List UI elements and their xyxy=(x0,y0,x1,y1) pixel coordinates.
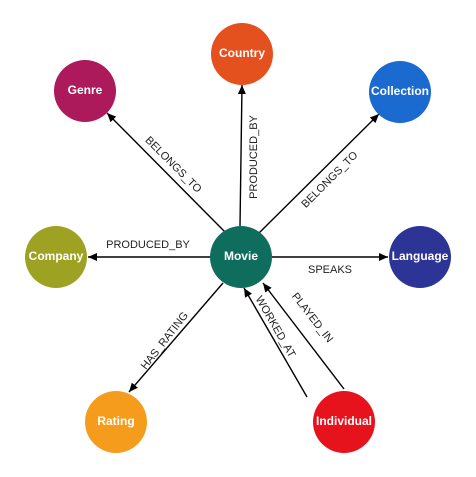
node-language-circle xyxy=(389,226,451,288)
node-rating-label: Rating xyxy=(97,414,134,428)
node-language-label: Language xyxy=(392,249,449,263)
edge-movie-collection xyxy=(257,113,380,235)
edge-label-movie-country: PRODUCED_BY xyxy=(248,114,260,198)
node-individual[interactable]: Individual xyxy=(313,391,375,453)
node-movie-label: Movie xyxy=(224,249,258,263)
node-movie-circle xyxy=(210,226,272,288)
edge-individual-movie-worked xyxy=(243,287,308,398)
edge-label-movie-company: PRODUCED_BY xyxy=(106,239,190,251)
node-genre-circle xyxy=(54,60,116,122)
node-collection-label: Collection xyxy=(371,84,429,98)
node-country-label: Country xyxy=(219,46,265,60)
node-company-label: Company xyxy=(29,249,84,263)
edge-label-movie-collection: BELONGS_TO xyxy=(299,149,360,210)
edge-label-movie-language: SPEAKS xyxy=(308,264,352,276)
nodes-layer: Movie Country Genre Collection Company L… xyxy=(25,23,451,453)
node-country[interactable]: Country xyxy=(211,23,273,85)
edges-layer xyxy=(88,84,388,398)
edge-individual-movie-played xyxy=(262,282,345,390)
edge-movie-rating xyxy=(128,282,224,393)
node-company[interactable]: Company xyxy=(25,226,87,288)
node-genre-label: Genre xyxy=(68,83,103,97)
edge-movie-genre xyxy=(106,112,226,233)
node-rating[interactable]: Rating xyxy=(85,391,147,453)
node-company-circle xyxy=(25,226,87,288)
edge-label-individual-movie-played: PLAYED_IN xyxy=(289,291,335,345)
node-country-circle xyxy=(211,23,273,85)
edge-label-individual-movie-worked: WORKED_AT xyxy=(253,294,298,360)
edge-label-movie-rating: HAS_RATING xyxy=(139,310,191,372)
node-individual-circle xyxy=(313,391,375,453)
node-individual-label: Individual xyxy=(316,414,372,428)
edge-movie-country xyxy=(237,84,246,227)
edge-label-movie-genre: BELONGS_TO xyxy=(143,134,204,195)
node-language[interactable]: Language xyxy=(389,226,451,288)
node-collection-circle xyxy=(369,61,431,123)
node-collection[interactable]: Collection xyxy=(369,61,431,123)
node-genre[interactable]: Genre xyxy=(54,60,116,122)
node-rating-circle xyxy=(85,391,147,453)
node-movie[interactable]: Movie xyxy=(210,226,272,288)
